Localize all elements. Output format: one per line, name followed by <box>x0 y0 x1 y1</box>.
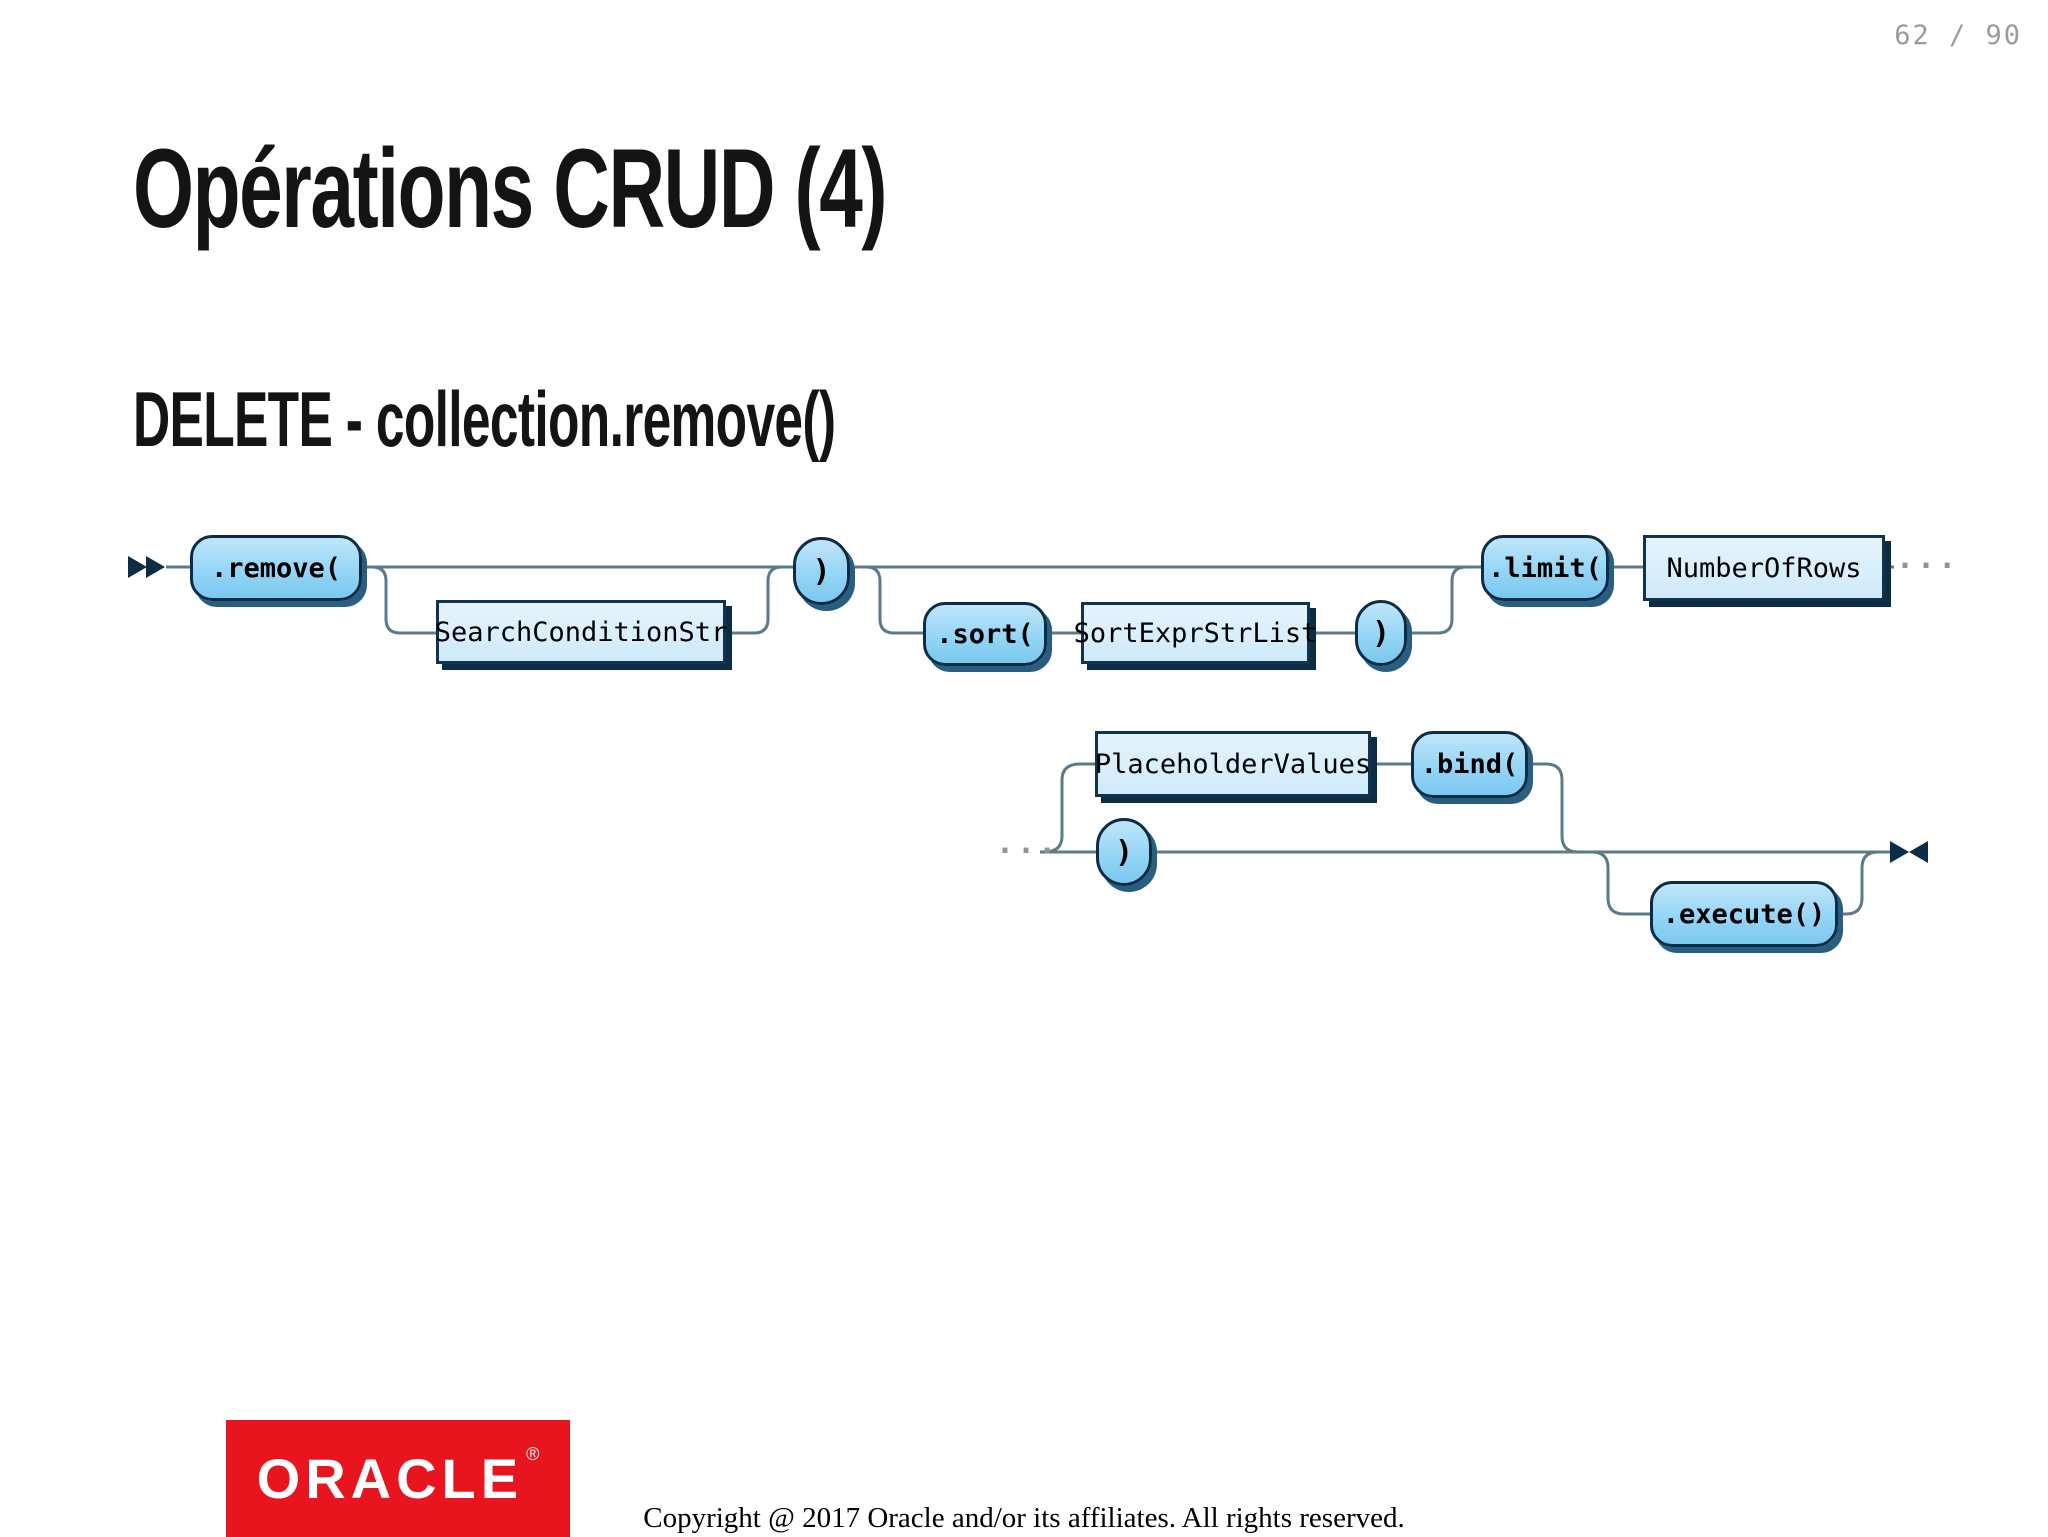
row2-continuation-dots: ··· <box>996 834 1060 869</box>
page-number: 62 / 90 <box>1894 20 2022 51</box>
slide-subtitle: DELETE - collection.remove() <box>133 375 836 463</box>
node-sort-expr-str-list: SortExprStrList <box>1074 602 1317 664</box>
node-limit-keyword: .limit( <box>1481 535 1609 601</box>
node-close-paren-3: ) <box>1096 818 1152 886</box>
node-remove-keyword: .remove( <box>190 535 362 601</box>
diagram-start-icon <box>128 556 165 578</box>
oracle-logo-text: ORACLE <box>256 1447 524 1510</box>
node-bind-keyword: .bind( <box>1411 731 1528 798</box>
diagram-end-icon <box>1890 841 1928 863</box>
node-close-paren-1: ) <box>793 537 850 605</box>
slide-title: Opérations CRUD (4) <box>133 126 888 251</box>
node-search-condition-str: SearchConditionStr <box>435 600 727 664</box>
row1-continuation-dots: ··· <box>1896 549 1960 584</box>
node-execute-keyword: .execute() <box>1650 881 1838 947</box>
node-close-paren-2: ) <box>1355 600 1407 666</box>
node-sort-keyword: .sort( <box>923 602 1047 666</box>
copyright-notice: Copyright @ 2017 Oracle and/or its affil… <box>643 1502 1405 1534</box>
node-number-of-rows: NumberOfRows <box>1643 535 1885 601</box>
oracle-logo: ORACLE ® <box>226 1420 570 1537</box>
node-placeholder-values: PlaceholderValues <box>1095 731 1371 797</box>
railroad-lines <box>166 565 1894 916</box>
oracle-registered-mark: ® <box>526 1444 540 1464</box>
